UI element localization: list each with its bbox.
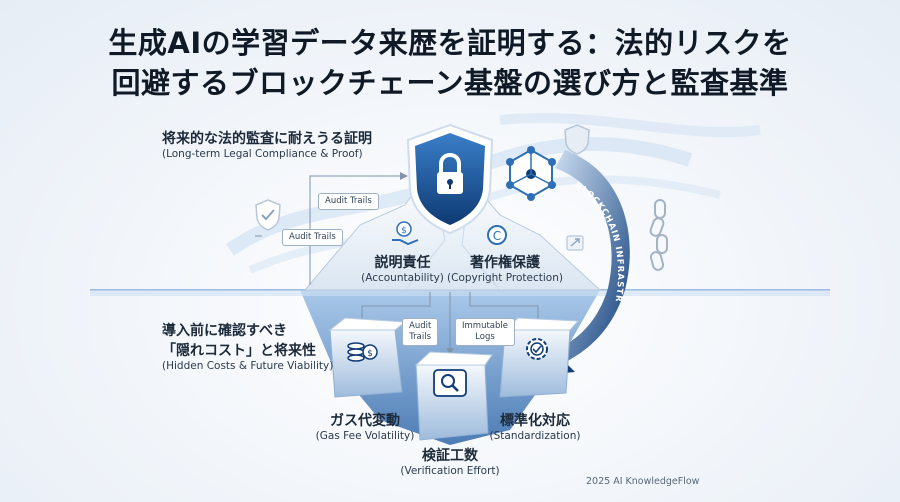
accountability-en: (Accountability) bbox=[361, 272, 444, 284]
verification-en: (Verification Effort) bbox=[400, 465, 500, 477]
top-section-heading: 将来的な法的監査に耐えうる証明 (Long-term Legal Complia… bbox=[162, 128, 372, 160]
shield-check-icon bbox=[255, 199, 281, 231]
bottom-section-jp-1: 導入前に確認すべき bbox=[162, 323, 288, 339]
audit-trails-under-tag: Audit Trails bbox=[402, 318, 439, 346]
shield-lock-icon bbox=[406, 123, 494, 235]
audit-trails-tag: Audit Trails bbox=[318, 193, 379, 210]
verification-label: 検証工数 (Verification Effort) bbox=[395, 445, 505, 477]
tag-line: Audit bbox=[409, 321, 432, 331]
bottom-section-heading: 導入前に確認すべき 「隠れコスト」と将来性 (Hidden Costs & Fu… bbox=[162, 320, 333, 372]
copyright-jp: 著作権保護 bbox=[470, 255, 540, 271]
water-surface bbox=[90, 290, 830, 296]
share-arrow-icon bbox=[566, 235, 584, 251]
magnifier-icon bbox=[433, 369, 467, 397]
verification-jp: 検証工数 bbox=[422, 448, 478, 464]
chain-icon bbox=[649, 199, 668, 271]
page-title-line-2: 回避するブロックチェーン基盤の選び方と監査基準 bbox=[111, 66, 789, 100]
gas-fee-label: ガス代変動 (Gas Fee Volatility) bbox=[310, 410, 420, 442]
svg-text:$: $ bbox=[367, 349, 373, 359]
network-cube-icon bbox=[506, 146, 556, 201]
audit-trails-tag: Audit Trails bbox=[282, 229, 343, 246]
accountability-label: 説明責任 (Accountability) bbox=[350, 252, 455, 284]
wind-swirl bbox=[499, 113, 761, 137]
gas-fee-en: (Gas Fee Volatility) bbox=[315, 430, 415, 442]
coin-stack-icon: $ bbox=[347, 342, 378, 362]
tag-line: Immutable bbox=[462, 321, 508, 331]
shield-icon bbox=[564, 124, 590, 155]
gear-check-icon bbox=[526, 338, 548, 360]
gas-fee-jp: ガス代変動 bbox=[330, 413, 400, 429]
footer-credit: 2025 AI KnowledgeFlow bbox=[586, 476, 700, 487]
accountability-jp: 説明責任 bbox=[374, 255, 431, 271]
immutable-logs-tag: Immutable Logs bbox=[455, 318, 515, 346]
bottom-section-jp-2: 「隠れコスト」と将来性 bbox=[162, 343, 316, 359]
top-section-jp: 将来的な法的監査に耐えうる証明 bbox=[162, 131, 372, 147]
standardization-en: (Standardization) bbox=[489, 430, 581, 442]
svg-text:$: $ bbox=[401, 226, 407, 236]
tag-line: Logs bbox=[475, 332, 495, 342]
hand-coin-icon: $ bbox=[392, 221, 419, 246]
bottom-section-en: (Hidden Costs & Future Viability) bbox=[162, 360, 334, 372]
copyright-en: (Copyright Protection) bbox=[447, 272, 563, 284]
top-section-en: (Long-term Legal Compliance & Proof) bbox=[162, 148, 363, 160]
connector-line bbox=[309, 175, 400, 285]
ice-cube-standard bbox=[499, 317, 580, 398]
copyright-label: 著作権保護 (Copyright Protection) bbox=[446, 252, 564, 284]
branch-lines bbox=[361, 292, 539, 350]
standardization-label: 標準化対応 (Standardization) bbox=[485, 410, 585, 442]
page-title-line-1: 生成AIの学習データ来歴を証明する：法的リスクを bbox=[108, 26, 792, 60]
standardization-jp: 標準化対応 bbox=[500, 413, 570, 429]
svg-text:C: C bbox=[493, 229, 501, 243]
tag-line: Trails bbox=[409, 332, 432, 342]
copyright-icon: C bbox=[487, 225, 507, 245]
